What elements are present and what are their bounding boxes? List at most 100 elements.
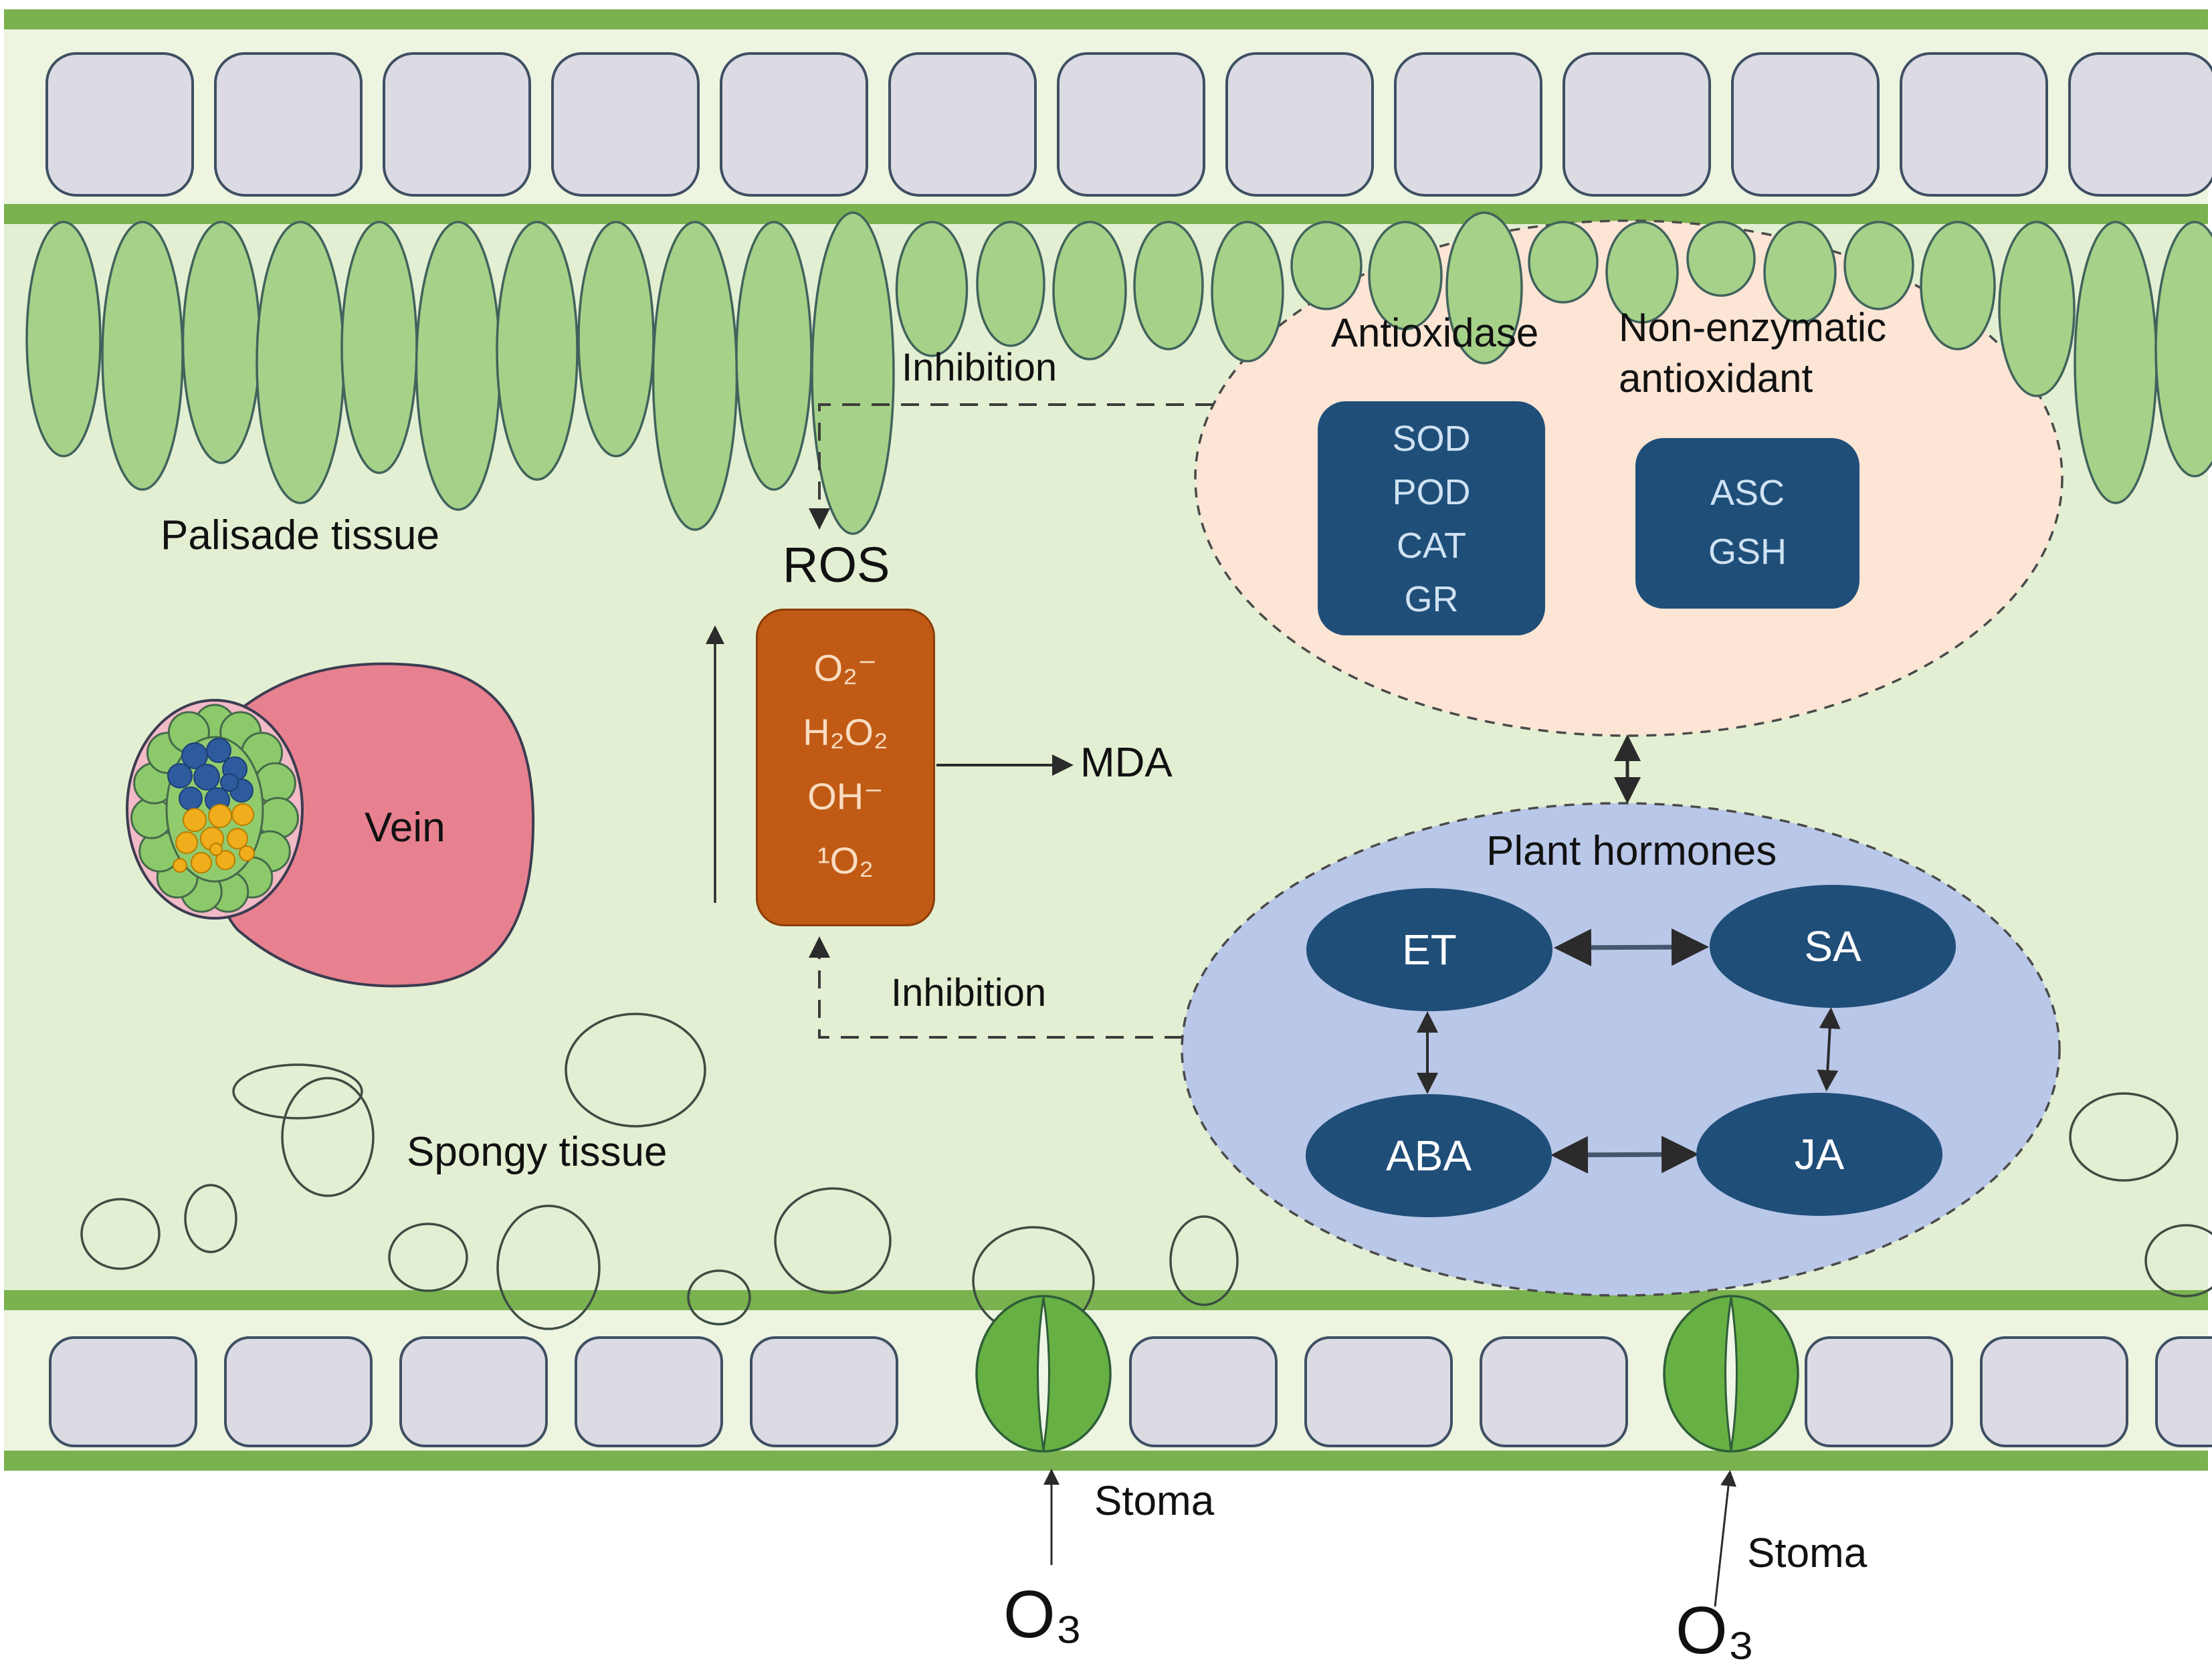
stoma-label-left: Stoma: [1094, 1478, 1215, 1524]
sa-ja-double-arrow: [1817, 1007, 1841, 1091]
antioxidant-inhibition-dashed-arrow: [809, 403, 1213, 530]
palisade-cell: [1368, 221, 1443, 330]
spongy-cell: [774, 1187, 892, 1294]
palisade-cell: [1920, 221, 1996, 350]
ros-species-item: ¹O₂: [817, 839, 874, 881]
spongy-tissue-label: Spongy tissue: [407, 1129, 668, 1175]
vein-cylinder: [126, 662, 535, 988]
hormone-aba-label: ABA: [1385, 1132, 1472, 1180]
lower-outer-cuticle-bar: [4, 1451, 2208, 1471]
palisade-cell: [651, 221, 738, 531]
palisade-cell: [1763, 221, 1837, 324]
plant-hormones-ellipse: [1181, 802, 2061, 1297]
phloem-cell: [215, 850, 235, 870]
antioxidant-enzyme-item: POD: [1392, 472, 1471, 512]
palisade-cell: [1998, 221, 2076, 397]
palisade-cell: [895, 221, 969, 357]
upper-epidermis-cell: [45, 52, 194, 197]
spongy-cell: [80, 1198, 161, 1270]
palisade-cell: [1445, 211, 1523, 364]
upper-epidermis-cells: [45, 52, 2212, 197]
palisade-cell: [1290, 221, 1363, 310]
aba-ja-double-arrow: [1550, 1136, 1699, 1174]
palisade-cell: [340, 221, 418, 474]
ros-species-item: O₂⁻: [813, 647, 878, 689]
upper-epidermis-cell: [1225, 52, 1374, 197]
spongy-cell: [184, 1184, 237, 1253]
spongy-cell: [496, 1205, 601, 1330]
stoma-label-right: Stoma: [1747, 1530, 1868, 1576]
non-enzymatic-line2: antioxidant: [1619, 356, 1813, 401]
spongy-cell: [281, 1077, 375, 1197]
palisade-cell: [1605, 221, 1679, 324]
ros-species-item: OH⁻: [807, 775, 884, 817]
lower-epidermis-cell: [575, 1336, 723, 1447]
xylem-cell: [167, 763, 193, 789]
palisade-cell: [1686, 221, 1756, 297]
spongy-cell: [232, 1063, 363, 1120]
lower-epidermis-cell: [2155, 1336, 2212, 1447]
upper-epidermis-cell: [214, 52, 363, 197]
palisade-cell: [415, 221, 502, 511]
palisade-tissue-cells: [25, 211, 2212, 535]
palisade-cell: [1843, 221, 1914, 310]
palisade-cell: [1211, 221, 1284, 362]
inhibition-upper-label: Inhibition: [902, 346, 1058, 389]
ros-label: ROS: [783, 537, 890, 593]
lower-epidermis-cell: [1304, 1336, 1453, 1447]
antioxidant-enzyme-item: GR: [1404, 579, 1459, 619]
vein-label: Vein: [365, 805, 445, 851]
spongy-cell: [2069, 1092, 2179, 1182]
hormone-aba: ABA: [1306, 1094, 1552, 1217]
palisade-cell: [256, 221, 345, 504]
spongy-cell: [565, 1013, 706, 1128]
mda-label: MDA: [1080, 740, 1173, 786]
palisade-cell: [577, 221, 655, 457]
connectors: [706, 403, 1841, 1607]
inhibition-lower-label: Inhibition: [891, 971, 1047, 1015]
phloem-cell: [227, 828, 248, 849]
lower-epidermis-cell: [224, 1336, 373, 1447]
phloem-cell: [208, 804, 232, 828]
lower-epidermis-cell: [1480, 1336, 1628, 1447]
upper-epidermis-cell: [720, 52, 868, 197]
cuticle-bars: [4, 9, 2208, 1471]
non-enzymatic-antioxidant-item: GSH: [1708, 532, 1787, 572]
non-enzymatic-antioxidant-item: ASC: [1710, 473, 1785, 513]
et-sa-double-arrow: [1554, 928, 1709, 966]
o3-entry-arrow-right: [1714, 1470, 1736, 1607]
palisade-cell: [25, 221, 102, 457]
phloem-cell: [239, 845, 255, 861]
upper-epidermis-cell: [1900, 52, 2048, 197]
phloem-cell: [209, 843, 223, 856]
palisade-cell: [735, 221, 813, 491]
antioxidant-enzyme-item: SOD: [1392, 419, 1471, 459]
upper-epidermis-cell: [383, 52, 531, 197]
non-enzymatic-antioxidant-label: Non-enzymatic antioxidant: [1619, 302, 1886, 404]
spongy-cell: [687, 1269, 751, 1326]
lower-epidermis-cell: [1129, 1336, 1278, 1447]
hormone-inhibition-dashed-arrow: [809, 936, 1183, 1039]
antioxidase-enzymes-box: SOD POD CAT GR: [1318, 401, 1545, 635]
antioxidase-label: Antioxidase: [1331, 310, 1539, 355]
upper-epidermis-cell: [1563, 52, 1711, 197]
lower-epidermis-cell: [1805, 1336, 1953, 1447]
antioxidant-enzyme-item: CAT: [1397, 526, 1466, 566]
palisade-cell: [1528, 221, 1599, 304]
upper-epidermis-cell: [2068, 52, 2212, 197]
non-enzymatic-line1: Non-enzymatic: [1619, 305, 1887, 350]
xylem-cell: [220, 773, 239, 792]
upper-inner-cuticle-bar: [4, 204, 2208, 224]
spongy-tissue-cells: [80, 1013, 2212, 1336]
hormone-ja: JA: [1696, 1093, 1942, 1216]
stoma-pore: [1037, 1297, 1050, 1451]
hormone-et: ET: [1306, 888, 1552, 1011]
lower-epidermis-cell: [750, 1336, 898, 1447]
stomata: [975, 1295, 1799, 1453]
upper-epidermis-cell: [1731, 52, 1880, 197]
phloem-cell: [173, 858, 187, 873]
phloem-cell: [231, 803, 254, 826]
stoma-pore: [1724, 1297, 1738, 1451]
